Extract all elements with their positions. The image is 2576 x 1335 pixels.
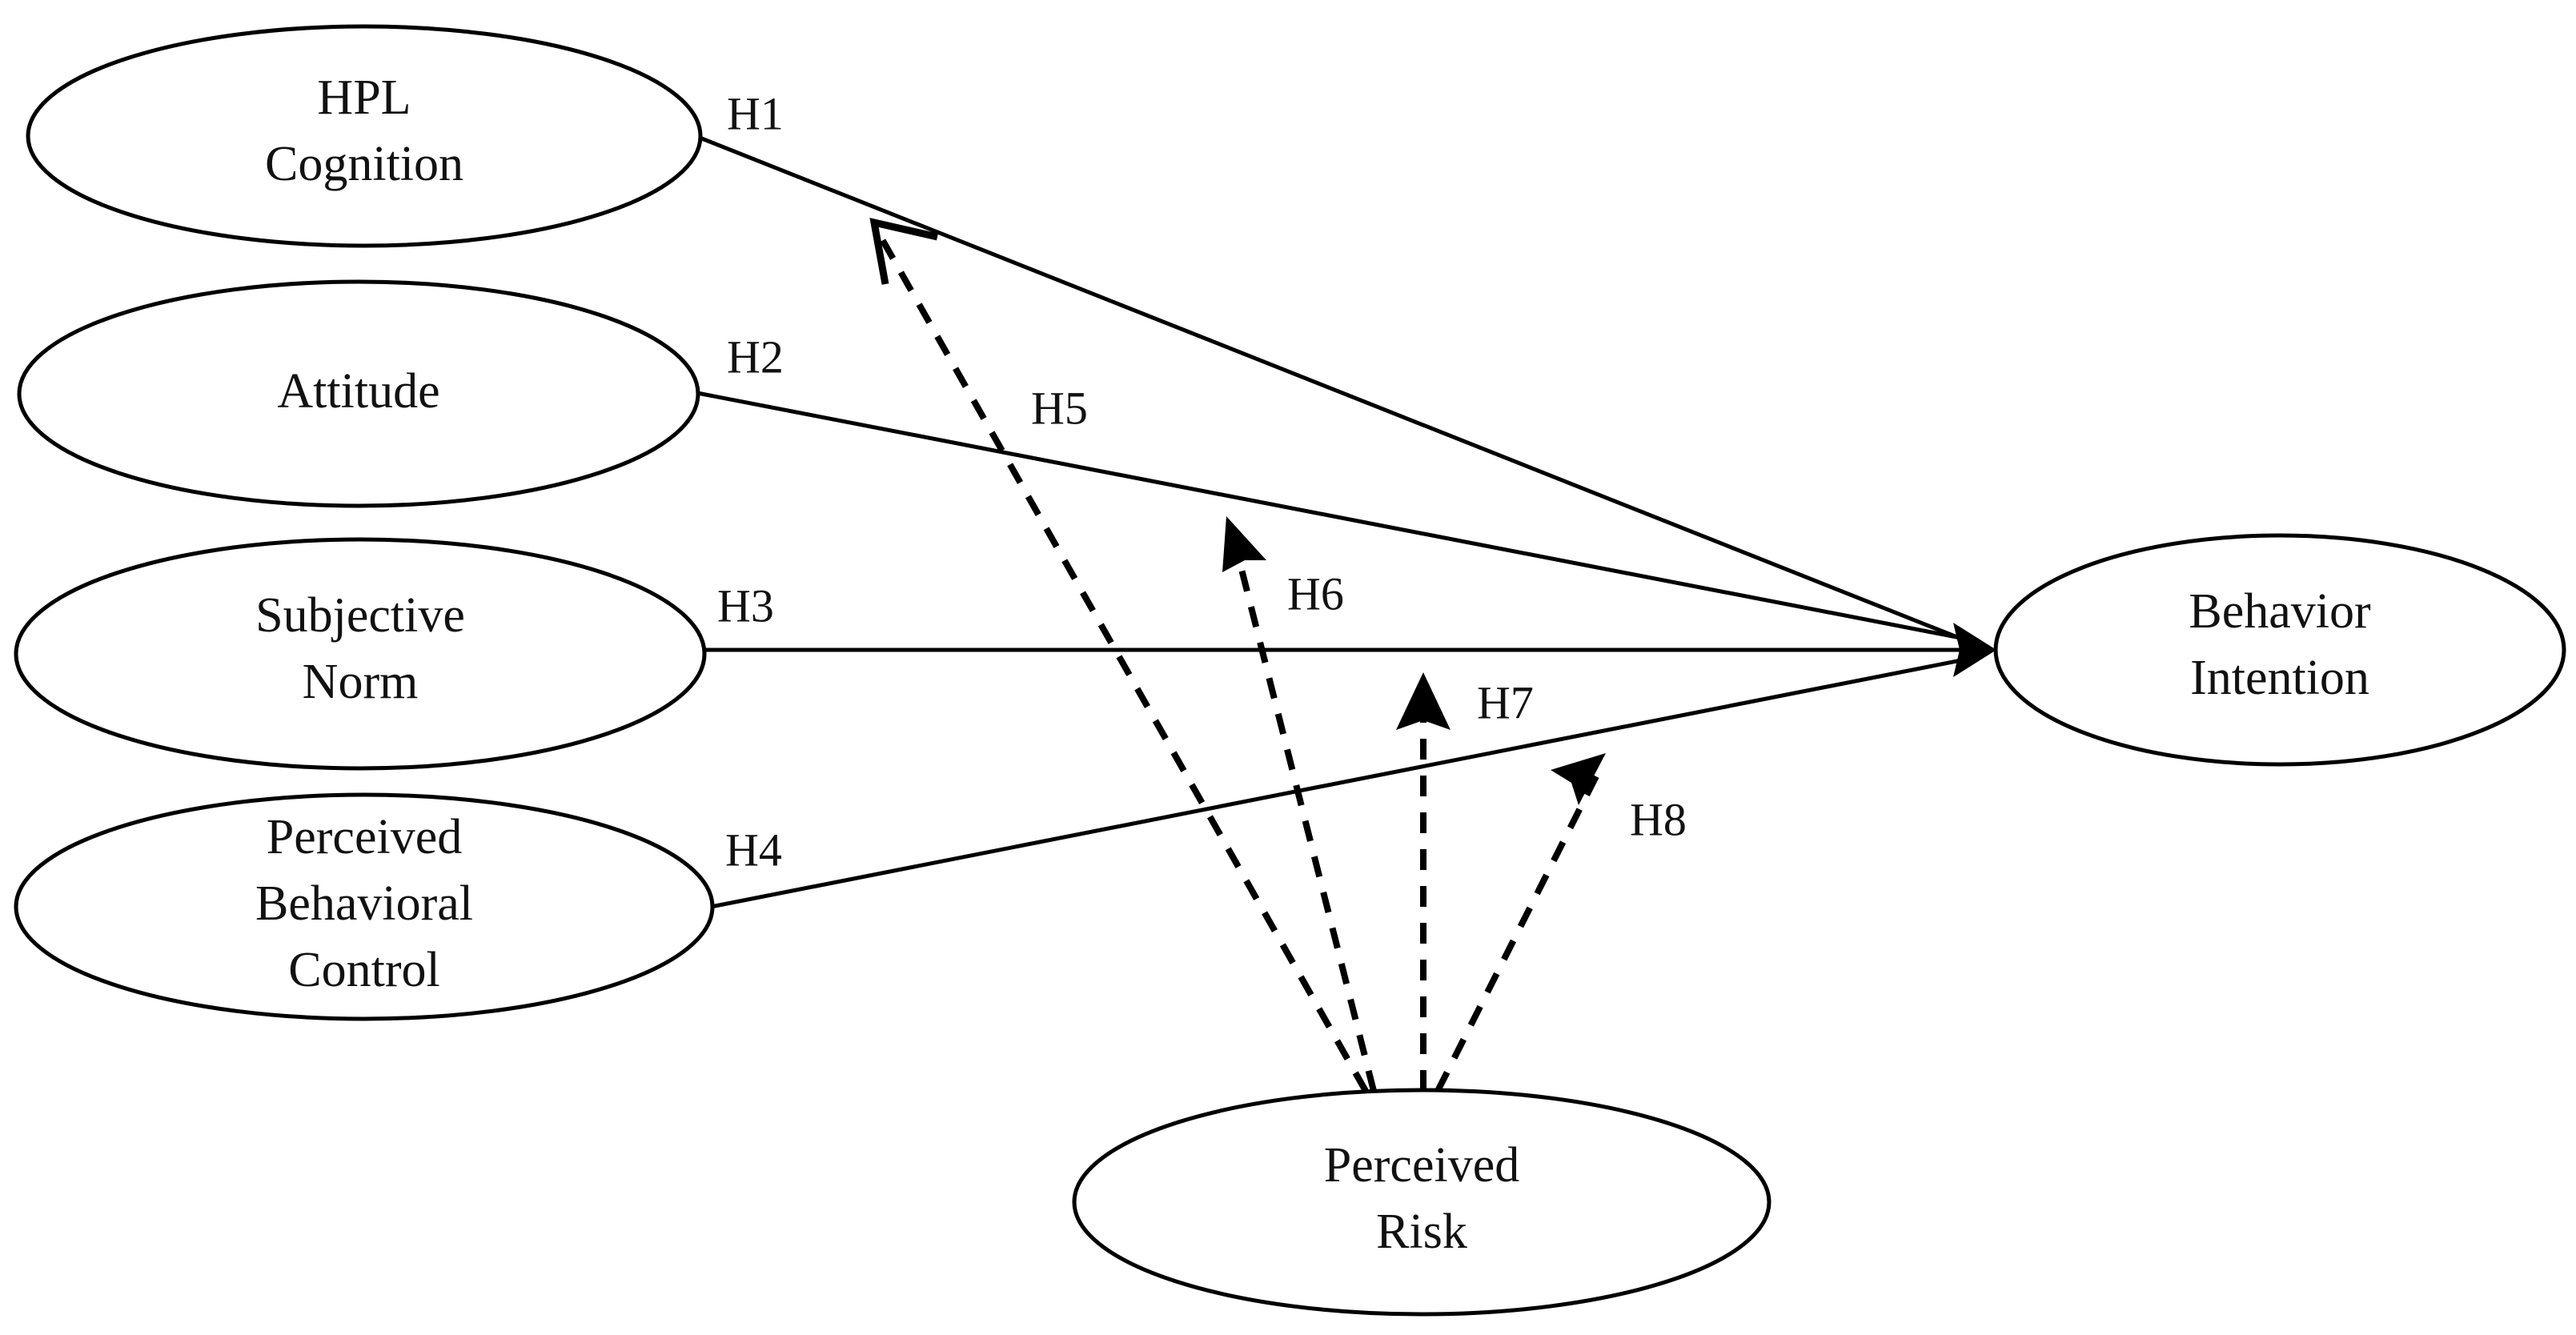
node-perceived-risk-label-line2: Risk — [1376, 1205, 1467, 1259]
label-h2: H2 — [727, 331, 784, 383]
link-h6-line[interactable] — [1228, 527, 1377, 1092]
node-perceived-risk[interactable]: Perceived Risk — [1072, 1088, 1772, 1317]
label-h4: H4 — [725, 824, 782, 876]
node-behavior-intention-label-line1: Behavior — [2189, 584, 2371, 639]
node-perceived-behavioral-control-shape — [14, 792, 715, 1021]
label-h3: H3 — [717, 579, 774, 631]
hypothesis-labels-group: H1 H2 H3 H4 H5 H6 H7 H8 — [717, 87, 1687, 876]
node-behavior-intention[interactable]: Behavior Intention — [1993, 533, 2566, 767]
node-perceived-behavioral-control[interactable]: Perceived Behavioral Control — [14, 792, 715, 1021]
arrowhead-h8 — [1551, 753, 1606, 805]
node-attitude[interactable]: Attitude — [17, 279, 700, 508]
label-h8: H8 — [1630, 793, 1687, 845]
link-h2-line[interactable] — [696, 391, 1978, 643]
node-attitude-shape — [17, 279, 700, 508]
label-h1: H1 — [727, 87, 784, 139]
node-subjective-norm-shape — [14, 537, 707, 771]
node-subjective-norm[interactable]: Subjective Norm — [14, 537, 707, 771]
node-perceived-behavioral-control-label-line3: Control — [288, 943, 439, 997]
label-h6: H6 — [1287, 567, 1344, 619]
node-subjective-norm-label-line1: Subjective — [255, 588, 465, 643]
solid-links-group — [696, 135, 1978, 912]
arrowhead-h7 — [1396, 672, 1451, 730]
node-hpl-cognition-shape — [26, 24, 703, 248]
label-h5: H5 — [1031, 382, 1088, 434]
link-h1-line[interactable] — [699, 135, 1978, 647]
node-perceived-risk-shape — [1072, 1088, 1772, 1317]
dashed-links-group — [876, 232, 1604, 1092]
node-behavior-intention-label-line2: Intention — [2190, 651, 2369, 705]
node-perceived-behavioral-control-label-line1: Perceived — [267, 810, 462, 864]
arrowhead-behavior-intention — [1953, 623, 1996, 677]
link-h5-line[interactable] — [876, 232, 1369, 1092]
label-h7: H7 — [1477, 676, 1534, 728]
link-h4-line[interactable] — [698, 655, 1978, 912]
link-h8-line[interactable] — [1434, 765, 1604, 1092]
arrowhead-h6 — [1222, 516, 1266, 572]
node-hpl-cognition-label-line1: HPL — [317, 70, 411, 125]
node-perceived-risk-label-line1: Perceived — [1324, 1138, 1519, 1193]
node-subjective-norm-label-line2: Norm — [303, 655, 419, 709]
node-attitude-label-line1: Attitude — [277, 364, 439, 419]
node-hpl-cognition-label-line2: Cognition — [265, 137, 463, 191]
arrowhead-h5-open — [869, 218, 938, 285]
node-perceived-behavioral-control-label-line2: Behavioral — [255, 876, 473, 931]
node-hpl-cognition[interactable]: HPL Cognition — [26, 24, 703, 248]
node-behavior-intention-shape — [1993, 533, 2566, 767]
